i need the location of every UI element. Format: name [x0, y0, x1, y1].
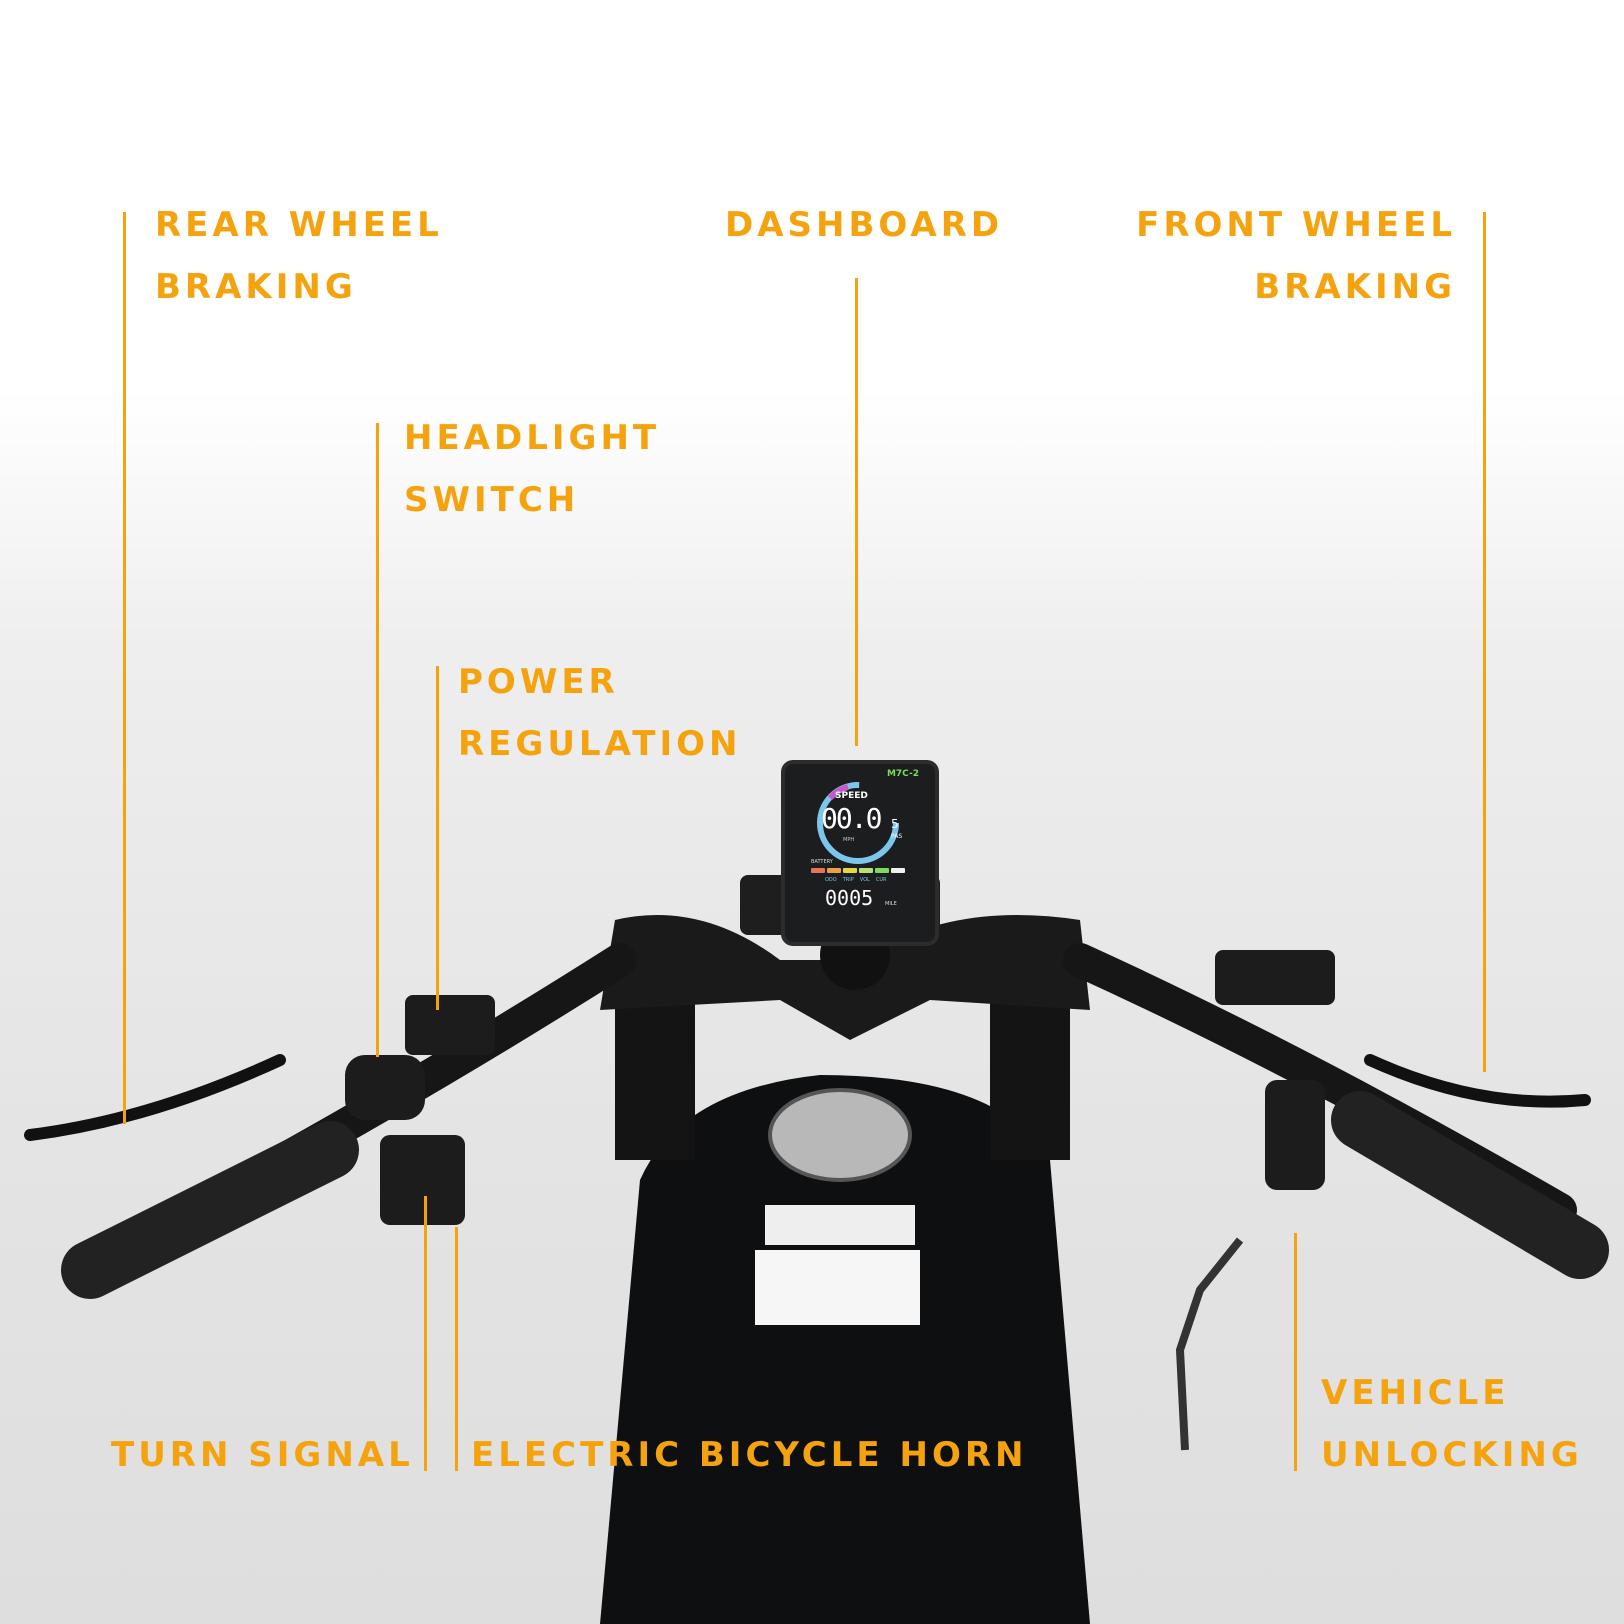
- display-modes: ODO TRIP VOL CUR: [825, 878, 886, 883]
- speed-label: SPEED: [835, 791, 868, 801]
- battery-bar: [811, 868, 825, 873]
- dashboard-callout-line: [855, 278, 858, 746]
- rear-brake-lever: [24, 1054, 286, 1141]
- mode-vol: VOL: [859, 877, 870, 883]
- front-brake-housing: [1215, 950, 1335, 1005]
- odometer-unit: MILE: [885, 901, 897, 907]
- battery-bar: [875, 868, 889, 873]
- battery-bar: [891, 868, 905, 873]
- mode-odo: ODO: [825, 877, 837, 883]
- label-line: BRAKING: [155, 267, 357, 307]
- rear-brake-callout-line: [123, 212, 126, 1124]
- fuel-tank: [600, 1075, 1090, 1624]
- front-brake-callout-line: [1483, 212, 1486, 1072]
- headlight-callout-line: [376, 423, 379, 1057]
- warning-sticker-2: [755, 1250, 920, 1325]
- battery-bar: [859, 868, 873, 873]
- right-grip: [1331, 1091, 1609, 1279]
- dashboard-label: DASHBOARD: [725, 205, 1004, 245]
- front-brake-lever: [1364, 1054, 1591, 1108]
- battery-label: BATTERY: [811, 859, 833, 865]
- power-regulation-housing: [405, 995, 495, 1055]
- mode-cur: CUR: [875, 877, 887, 883]
- headlight-switch-housing: [345, 1055, 425, 1120]
- label-line: SWITCH: [404, 480, 580, 520]
- label-line: VEHICLE: [1321, 1373, 1510, 1413]
- power-callout-line: [436, 666, 439, 1010]
- unlock-callout-line: [1294, 1233, 1297, 1471]
- warning-sticker: [765, 1205, 915, 1245]
- odometer-value: 0005: [825, 886, 874, 910]
- label-line: REAR WHEEL: [155, 205, 443, 245]
- turn-signal-housing: [380, 1135, 465, 1225]
- battery-bars: [811, 868, 905, 873]
- right-fork-tube: [990, 990, 1070, 1160]
- left-grip: [61, 1121, 359, 1299]
- speed-value: 00.0: [821, 802, 882, 835]
- label-line: HEADLIGHT: [404, 418, 661, 458]
- label-line: BRAKING: [1254, 267, 1456, 307]
- rear-wheel-braking-label: REAR WHEEL BRAKING: [155, 194, 443, 318]
- front-wheel-braking-label: FRONT WHEEL BRAKING: [1136, 194, 1456, 318]
- speed-unit: MPH: [843, 837, 855, 843]
- keys: [1175, 1237, 1244, 1451]
- horn-label: ELECTRIC BICYCLE HORN: [471, 1435, 1028, 1475]
- dashboard-display: M7C-2 SPEED 00.0 MPH 5 PAS BATTERY ODO T…: [781, 760, 939, 946]
- label-line: UNLOCKING: [1321, 1435, 1583, 1475]
- turn-signal-label: TURN SIGNAL: [111, 1435, 414, 1475]
- label-line: REGULATION: [458, 724, 742, 764]
- left-fork-tube: [615, 990, 695, 1160]
- label-line: POWER: [458, 662, 619, 702]
- display-model: M7C-2: [886, 769, 919, 779]
- label-line: FRONT WHEEL: [1136, 205, 1456, 245]
- power-regulation-label: POWER REGULATION: [458, 651, 741, 775]
- ignition-housing: [1265, 1080, 1325, 1190]
- speed-ring: [817, 782, 899, 864]
- pas-level: 5: [891, 817, 899, 831]
- mode-trip: TRIP: [842, 877, 854, 883]
- battery-bar: [843, 868, 857, 873]
- headlight-switch-label: HEADLIGHT SWITCH: [404, 407, 660, 531]
- vehicle-unlocking-label: VEHICLE UNLOCKING: [1321, 1362, 1583, 1486]
- battery-bar: [827, 868, 841, 873]
- turn-signal-callout-line: [424, 1196, 427, 1471]
- horn-callout-line: [455, 1227, 458, 1471]
- pas-label: PAS: [891, 833, 903, 840]
- tank-cap: [768, 1088, 912, 1182]
